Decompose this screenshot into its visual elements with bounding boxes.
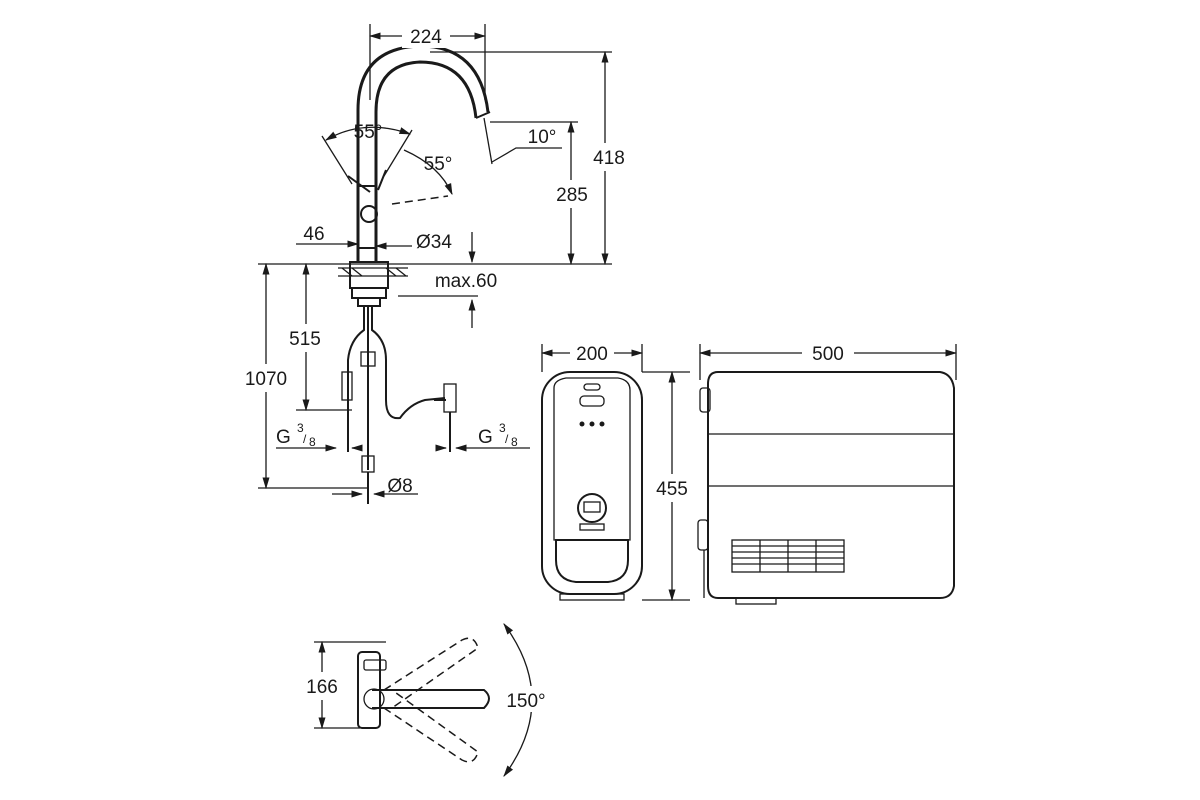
dim-swivel-angle: 150° bbox=[506, 691, 545, 712]
boiler-front-view bbox=[541, 371, 643, 601]
dim-tube-diameter: Ø8 bbox=[387, 476, 412, 497]
thread-num-left: 3 bbox=[297, 421, 304, 435]
dim-max-counter: max.60 bbox=[435, 271, 497, 292]
thread-den-left: 8 bbox=[309, 435, 316, 449]
dim-base-diameter: Ø34 bbox=[416, 232, 452, 253]
dim-boiler-height: 455 bbox=[656, 479, 688, 500]
boiler-dimensions: 200 455 500 bbox=[540, 340, 958, 602]
thread-num-right: 3 bbox=[499, 421, 506, 435]
vent-grille bbox=[731, 539, 845, 573]
fraction-slash-left: / bbox=[303, 432, 307, 446]
dim-connection-right: G bbox=[478, 427, 493, 448]
dim-spout-height: 285 bbox=[556, 185, 588, 206]
faucet-dimensions: 224 418 285 55° 55° 10° 46 Ø34 bbox=[240, 22, 630, 498]
dim-lever-offset: 46 bbox=[303, 224, 324, 245]
dim-top-depth: 166 bbox=[306, 677, 338, 698]
dim-faucet-height: 418 bbox=[593, 148, 625, 169]
faucet-top-view bbox=[357, 637, 490, 763]
dim-connection-left: G bbox=[276, 427, 291, 448]
faucet-front-view bbox=[338, 44, 491, 504]
boiler-side-view bbox=[697, 371, 955, 605]
dim-spout-tilt: 10° bbox=[528, 127, 557, 148]
fraction-slash-right: / bbox=[505, 432, 509, 446]
top-view-dimensions: 166 150° bbox=[300, 623, 552, 777]
dim-boiler-depth: 500 bbox=[812, 344, 844, 365]
dim-boiler-width: 200 bbox=[576, 344, 608, 365]
thread-den-right: 8 bbox=[511, 435, 518, 449]
dim-hose-short: 515 bbox=[289, 329, 321, 350]
dim-faucet-reach: 224 bbox=[410, 27, 442, 48]
dim-lever-angle-right: 55° bbox=[424, 154, 453, 175]
dim-hose-total: 1070 bbox=[245, 369, 287, 390]
dim-lever-angle-left: 55° bbox=[354, 122, 383, 143]
